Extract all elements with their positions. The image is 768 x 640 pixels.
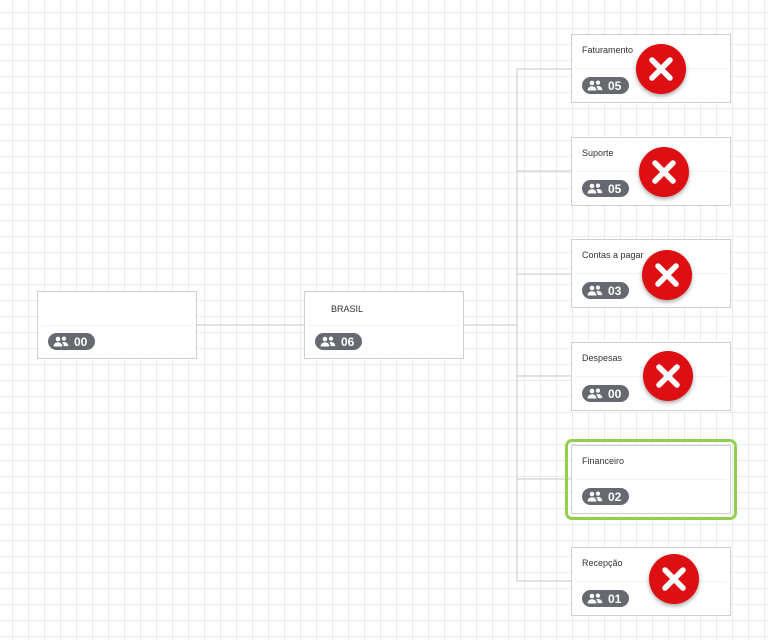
people-icon: [587, 285, 603, 296]
member-count-badge: 00: [582, 385, 630, 402]
member-count: 06: [341, 334, 355, 349]
node-title: Suporte: [582, 148, 614, 158]
node-title: Financeiro: [582, 456, 625, 466]
member-count: 01: [608, 591, 622, 606]
error-x-icon[interactable]: [636, 44, 686, 94]
member-count: 03: [608, 283, 622, 298]
member-count-badge: 03: [582, 282, 630, 299]
member-count-badge: 00: [48, 333, 96, 350]
people-icon: [587, 593, 603, 604]
people-icon: [53, 336, 69, 347]
people-icon: [320, 336, 336, 347]
people-icon: [587, 80, 603, 91]
member-count: 02: [608, 489, 622, 504]
member-count: 00: [74, 334, 88, 349]
member-count-badge: 01: [582, 590, 630, 607]
node-title: Faturamento: [582, 45, 634, 55]
node-title: Contas a pagar: [582, 250, 644, 260]
error-x-icon[interactable]: [639, 147, 689, 197]
member-count-badge: 06: [315, 333, 363, 350]
member-count-badge: 02: [582, 488, 630, 505]
member-count-badge: 05: [582, 77, 630, 94]
error-x-icon[interactable]: [649, 554, 699, 604]
people-icon: [587, 491, 603, 502]
member-count-badge: 05: [582, 180, 630, 197]
error-x-icon[interactable]: [642, 250, 692, 300]
member-count: 05: [608, 181, 622, 196]
org-node-blank[interactable]: 00: [37, 291, 197, 359]
error-x-icon[interactable]: [643, 351, 693, 401]
org-node-brasil[interactable]: BRASIL 06: [304, 291, 464, 359]
node-title: Despesas: [582, 353, 623, 363]
people-icon: [587, 183, 603, 194]
org-node-financeiro[interactable]: Financeiro 02: [565, 439, 737, 520]
people-icon: [587, 388, 603, 399]
node-title: BRASIL: [331, 304, 364, 314]
org-node-recepcao[interactable]: Recepção 01: [571, 547, 731, 616]
org-node-contas-a-pagar[interactable]: Contas a pagar 03: [571, 239, 731, 308]
member-count: 05: [608, 78, 622, 93]
member-count: 00: [608, 386, 622, 401]
node-title: Recepção: [582, 558, 623, 568]
